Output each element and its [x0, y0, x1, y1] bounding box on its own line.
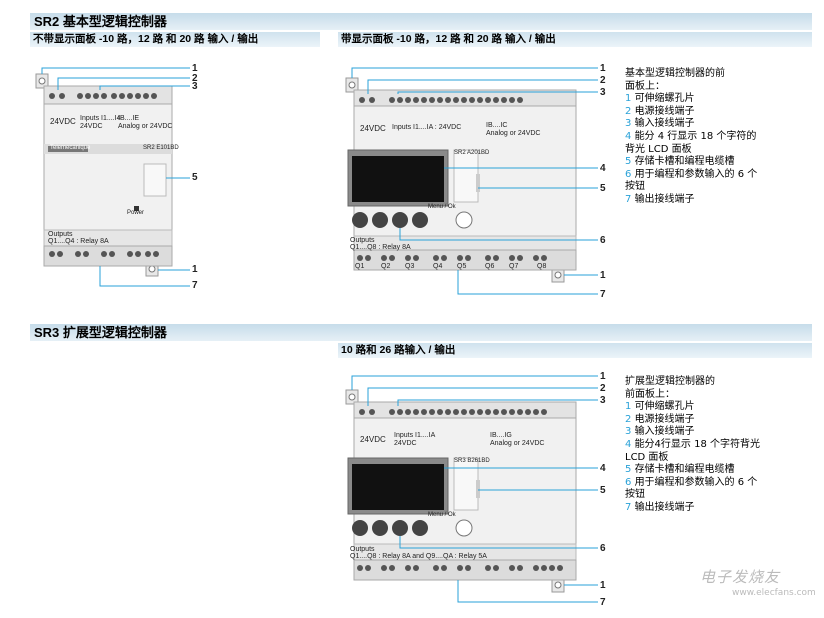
device-b-analog: IB....IC [486, 122, 508, 129]
device-a-power: Power [127, 210, 145, 216]
device-c-callout-6: 6 [600, 543, 606, 554]
device-b-callout-4: 4 [600, 163, 606, 174]
sr2-desc-intro-1: 基本型逻辑控制器的前 [625, 68, 725, 79]
device-c-outputs-v: Q1....Q8 : Relay 8A and Q9....QA : Relay… [350, 553, 487, 560]
device-b-callout-6: 6 [600, 235, 606, 246]
device-b-callout-2: 2 [600, 75, 606, 86]
device-a-callout-7: 7 [192, 280, 198, 291]
device-c-analog: IB....IG [490, 432, 512, 439]
sr2-desc-item: 7 输出接线端子 [625, 193, 695, 205]
sr2-desc-item: 3 输入接线端子 [625, 118, 695, 130]
device-a-analog: IB....IE [118, 115, 140, 122]
device-c-callout-2: 2 [600, 383, 606, 394]
device-b-inputs: Inputs I1....IA : 24VDC [392, 124, 462, 131]
sr3-desc-item: LCD 面板 [625, 451, 669, 463]
sr3-desc-item: 1 可伸缩螺孔片 [625, 401, 695, 413]
device-c-model: SR3 B261BD [454, 458, 490, 464]
sr3-desc-intro-1: 扩展型逻辑控制器的 [625, 376, 715, 387]
device-a-inputs-v: 24VDC [80, 123, 103, 130]
section-sr2-title: SR2 基本型逻辑控制器 [30, 13, 812, 30]
sr2-desc-item: 6 用于编程和参数输入的 6 个 [625, 168, 758, 180]
sr2-left-subtitle: 不带显示面板 -10 路，12 路 和 20 路 输入 / 输出 [30, 32, 320, 47]
device-a-outputs: Outputs [48, 231, 73, 238]
sr3-desc-intro-2: 前面板上： [625, 388, 675, 400]
device-b-q5: Q5 [457, 263, 467, 270]
device-a-callout-2: 2 [192, 73, 198, 84]
sr2-desc-item: 按钮 [625, 181, 645, 193]
device-b-outputs: Outputs [350, 237, 375, 244]
device-b-q4: Q4 [433, 263, 443, 270]
device-c-callout-4: 4 [600, 463, 606, 474]
device-sr3-display [340, 372, 610, 612]
sr3-desc-item: 5 存储卡槽和编程电缆槽 [625, 464, 735, 476]
sr3-desc-item: 按钮 [625, 489, 645, 501]
device-c-supply: 24VDC [360, 435, 386, 444]
device-b-supply: 24VDC [360, 124, 386, 133]
device-c-outputs: Outputs [350, 546, 375, 553]
sr3-desc-item: 6 用于编程和参数输入的 6 个 [625, 476, 758, 488]
device-c-callout-7: 7 [600, 597, 606, 608]
device-c-analog-v: Analog or 24VDC [490, 440, 545, 447]
device-c-menu: Menu / Ok [428, 512, 456, 518]
device-c-callout-3: 3 [600, 395, 606, 406]
device-a-analog-v: Analog or 24VDC [118, 123, 173, 130]
device-b-q2: Q2 [381, 263, 391, 270]
device-sr2-no-display [30, 60, 220, 295]
device-a-outputs-v: Q1....Q4 : Relay 8A [48, 238, 109, 245]
device-b-callout-3: 3 [600, 87, 606, 98]
section-sr3-title: SR3 扩展型逻辑控制器 [30, 324, 812, 341]
device-a-inputs: Inputs I1....I4 [80, 115, 121, 122]
device-a-supply: 24VDC [50, 117, 76, 126]
device-a-callout-3: 3 [192, 81, 198, 92]
device-sr2-display [340, 60, 610, 300]
sr3-desc-item: 2 电源接线端子 [625, 413, 695, 425]
device-b-q3: Q3 [405, 263, 415, 270]
device-b-q1: Q1 [355, 263, 365, 270]
sr2-desc-item: 1 可伸缩螺孔片 [625, 93, 695, 105]
watermark-brand: 电子发烧友 [700, 568, 781, 586]
device-b-model: SR2 A201BD [454, 150, 490, 156]
sr2-right-subtitle: 带显示面板 -10 路，12 路 和 20 路 输入 / 输出 [338, 32, 812, 47]
device-b-q6: Q6 [485, 263, 495, 270]
sr3-desc-item: 7 输出接线端子 [625, 501, 695, 513]
device-b-analog-v: Analog or 24VDC [486, 130, 541, 137]
watermark-url: www.elecfans.com [732, 588, 816, 598]
sr3-desc-item: 4 能分4行显示 18 个字符背光 [625, 438, 761, 450]
device-c-callout-1b: 1 [600, 580, 606, 591]
device-c-callout-5: 5 [600, 485, 606, 496]
sr2-desc-item: 背光 LCD 面板 [625, 143, 692, 155]
sr2-desc-item: 2 电源接线端子 [625, 105, 695, 117]
device-a-brand: Telemecanique [50, 145, 91, 151]
device-c-callout-1: 1 [600, 371, 606, 382]
sr2-desc-intro-2: 面板上： [625, 80, 665, 92]
sr3-desc-item: 3 输入接线端子 [625, 426, 695, 438]
sr2-desc-item: 4 能分 4 行显示 18 个字符的 [625, 130, 757, 142]
device-b-q7: Q7 [509, 263, 519, 270]
device-b-outputs-v: Q1....Q8 : Relay 8A [350, 244, 411, 251]
device-c-inputs-v: 24VDC [394, 440, 417, 447]
device-b-callout-7: 7 [600, 289, 606, 300]
device-a-callout-1: 1 [192, 63, 198, 74]
device-a-callout-5: 5 [192, 172, 198, 183]
device-b-callout-1: 1 [600, 63, 606, 74]
sr2-description: 基本型逻辑控制器的前 面板上： 1 可伸缩螺孔片 2 电源接线端子 3 输入接线… [625, 68, 757, 207]
device-b-callout-5: 5 [600, 183, 606, 194]
device-a-callout-1b: 1 [192, 264, 198, 275]
device-a-model: SR2 E101BD [143, 145, 179, 151]
device-b-menu: Menu / Ok [428, 204, 456, 210]
device-b-callout-1b: 1 [600, 270, 606, 281]
device-c-inputs: Inputs I1....IA [394, 432, 436, 439]
device-b-q8: Q8 [537, 263, 547, 270]
sr2-desc-item: 5 存储卡槽和编程电缆槽 [625, 156, 735, 168]
sr3-subtitle: 10 路和 26 路输入 / 输出 [338, 343, 812, 358]
sr3-description: 扩展型逻辑控制器的 前面板上： 1 可伸缩螺孔片 2 电源接线端子 3 输入接线… [625, 376, 760, 515]
